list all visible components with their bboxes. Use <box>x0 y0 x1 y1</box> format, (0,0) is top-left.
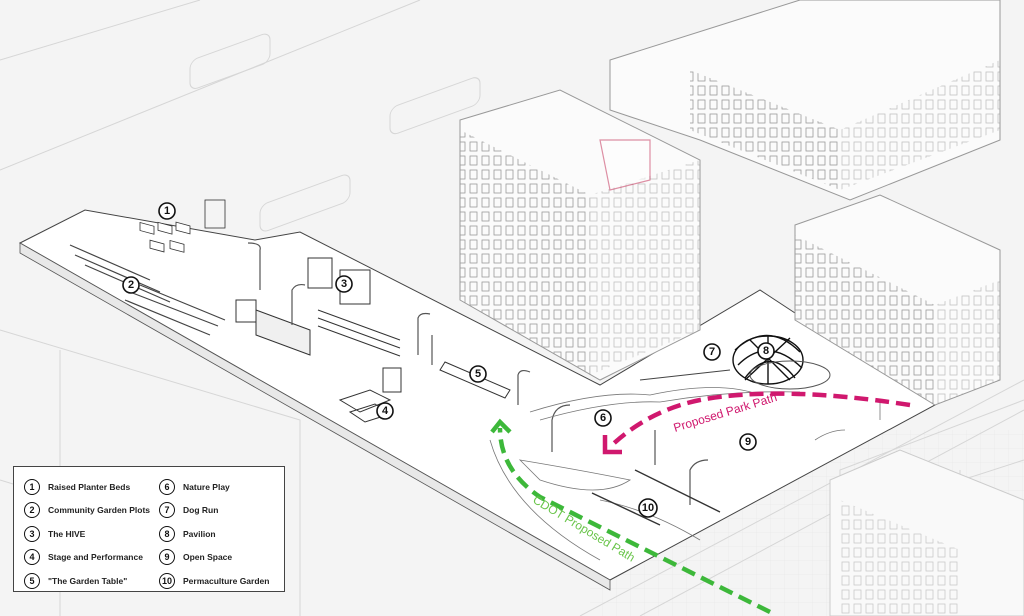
legend-number: 3 <box>24 525 40 542</box>
svg-text:7: 7 <box>709 346 715 358</box>
svg-text:8: 8 <box>763 345 769 357</box>
legend-number: 4 <box>24 549 40 566</box>
svg-text:5: 5 <box>475 368 481 380</box>
building-right <box>794 194 1001 406</box>
marker-8: 8 <box>757 342 775 360</box>
building-top <box>609 0 1001 201</box>
marker-5: 5 <box>469 365 487 383</box>
marker-10: 10 <box>638 498 658 518</box>
svg-text:9: 9 <box>745 436 751 448</box>
legend: 1 Raised Planter Beds 2 Community Garden P… <box>13 466 285 592</box>
legend-item: 8 Pavilion <box>159 522 269 546</box>
legend-item: 3 The HIVE <box>24 522 150 546</box>
marker-4: 4 <box>376 402 394 420</box>
legend-number: 7 <box>159 502 175 519</box>
building-lower-right <box>829 449 1024 616</box>
legend-number: 9 <box>159 549 175 566</box>
svg-text:1: 1 <box>164 205 170 217</box>
legend-number: 2 <box>24 502 40 519</box>
legend-item: 7 Dog Run <box>159 499 269 523</box>
legend-number: 1 <box>24 478 40 495</box>
legend-number: 6 <box>159 478 175 495</box>
marker-1: 1 <box>158 202 176 220</box>
building-center <box>459 89 701 381</box>
site-edge-wall <box>19 242 611 591</box>
legend-item: 2 Community Garden Plots <box>24 499 150 523</box>
legend-label: Stage and Performance <box>48 552 143 563</box>
legend-label: Nature Play <box>183 481 230 492</box>
legend-column-right: 6 Nature Play 7 Dog Run 8 Pavilion 9 Open Sp… <box>159 475 269 593</box>
street-lamps <box>247 242 709 505</box>
marker-3: 3 <box>335 275 353 293</box>
legend-column-left: 1 Raised Planter Beds 2 Community Garden P… <box>24 475 150 593</box>
svg-text:6: 6 <box>600 412 606 424</box>
marker-6: 6 <box>594 409 612 427</box>
legend-label: Pavilion <box>183 528 216 539</box>
dog-run-fence <box>639 369 731 381</box>
marker-7: 7 <box>703 343 721 361</box>
legend-label: Community Garden Plots <box>48 505 151 516</box>
marker-9: 9 <box>739 433 757 451</box>
legend-item: 6 Nature Play <box>159 475 269 499</box>
pavilion <box>732 334 831 390</box>
svg-text:4: 4 <box>382 405 389 417</box>
planter-beds <box>139 199 226 253</box>
legend-label: The HIVE <box>48 528 86 539</box>
legend-label: Open Space <box>183 552 233 563</box>
legend-item: 10 Permaculture Garden <box>159 569 269 593</box>
svg-text:10: 10 <box>642 502 654 514</box>
legend-number: 5 <box>24 572 40 589</box>
svg-text:3: 3 <box>341 278 347 290</box>
legend-label: Raised Planter Beds <box>48 481 131 492</box>
legend-item: 4 Stage and Performance <box>24 546 150 570</box>
permaculture-fence <box>591 469 721 526</box>
svg-text:2: 2 <box>128 279 134 291</box>
legend-item: 1 Raised Planter Beds <box>24 475 150 499</box>
legend-number: 8 <box>159 525 175 542</box>
legend-item: 9 Open Space <box>159 546 269 570</box>
legend-label: Permaculture Garden <box>183 575 270 586</box>
marker-2: 2 <box>122 276 140 294</box>
legend-item: 5 "The Garden Table" <box>24 569 150 593</box>
legend-label: Dog Run <box>183 505 219 516</box>
legend-label: "The Garden Table" <box>48 575 128 586</box>
legend-number: 10 <box>159 572 175 589</box>
